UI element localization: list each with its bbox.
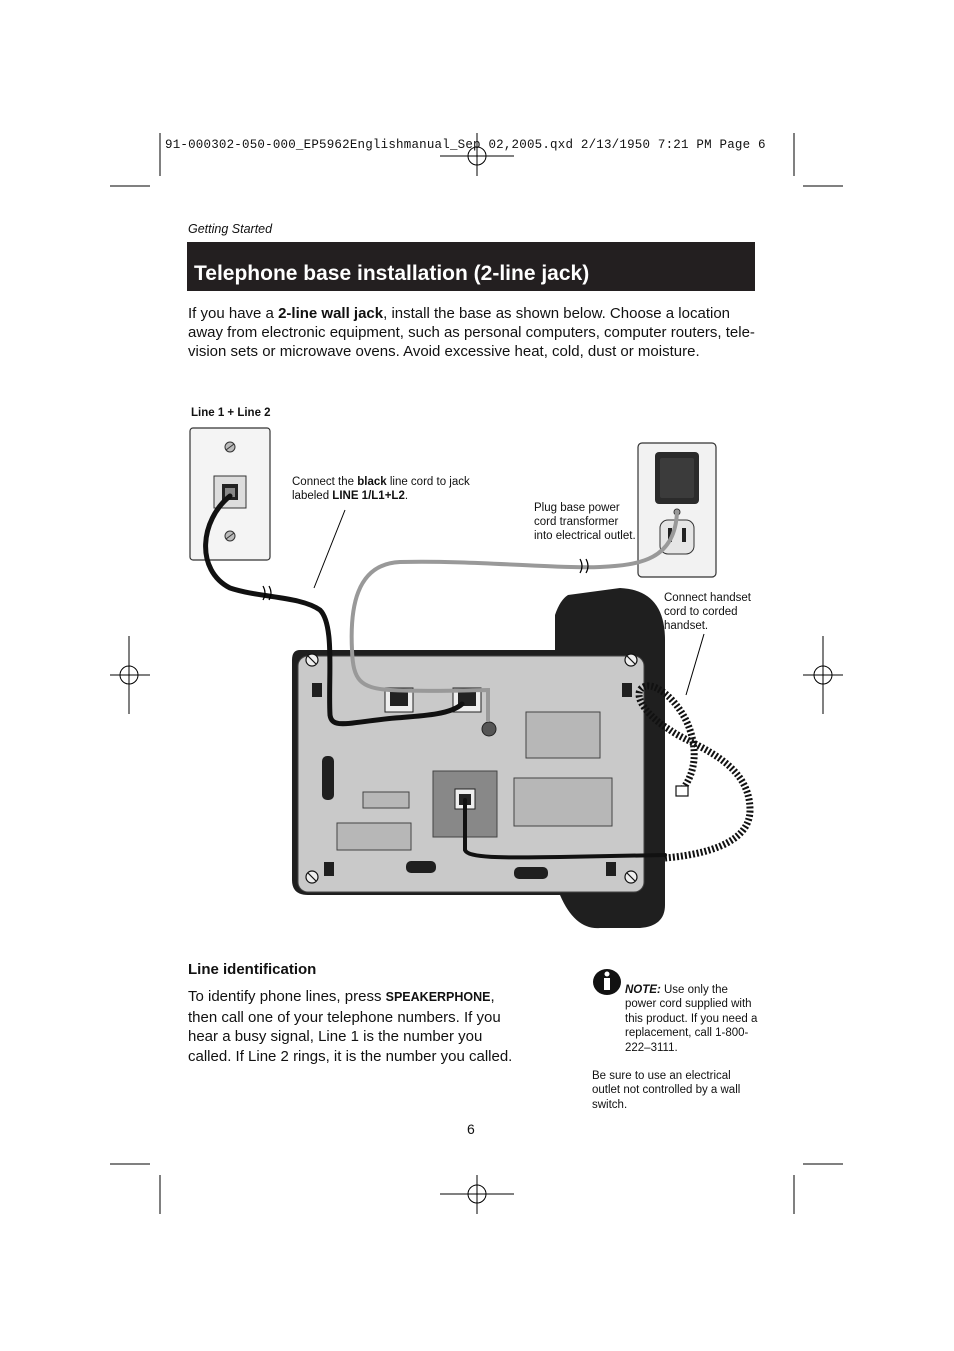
power-caption-line-1: Plug base power bbox=[534, 502, 620, 514]
registration-mark-right bbox=[803, 636, 843, 714]
handset-caption-line-1: Connect handset bbox=[664, 592, 751, 604]
caption-bold-black: black bbox=[357, 476, 387, 488]
section-label: Getting Started bbox=[188, 222, 273, 236]
handset-caption-line-2: cord to corded bbox=[664, 606, 738, 618]
title-bar: Telephone base installation (2-line jack… bbox=[187, 242, 755, 291]
intro-text-bold: 2-line wall jack bbox=[278, 305, 384, 322]
note-first-line: NOTE: Use only the power cord supplied w… bbox=[592, 983, 762, 1055]
electrical-outlet bbox=[637, 442, 717, 578]
line-identification-heading: Line identification bbox=[188, 961, 317, 978]
note-text-1: Use only the power cord supplied with th… bbox=[625, 984, 758, 1054]
note-box: NOTE: Use only the power cord supplied w… bbox=[592, 983, 762, 1112]
telephone-base bbox=[292, 588, 665, 929]
handset-caption-line-3: handset. bbox=[664, 620, 709, 632]
speakerphone-key-label: SPEAKERPHONE bbox=[385, 990, 491, 1004]
note-label: NOTE: bbox=[625, 984, 661, 996]
page-number: 6 bbox=[467, 1121, 475, 1137]
registration-mark-left bbox=[110, 636, 150, 714]
line-identification-body: To identify phone lines, press SPEAKERPH… bbox=[188, 987, 513, 1066]
caption-text: . bbox=[404, 490, 409, 502]
print-slug: 91-000302-050-000_EP5962Englishmanual_Se… bbox=[165, 138, 766, 152]
body-text-pre: To identify phone lines, press bbox=[188, 988, 386, 1005]
intro-text-post: , install the base as shown below. Choos… bbox=[188, 305, 755, 360]
body-text-post: , then call one of your telephone number… bbox=[188, 988, 513, 1065]
caption-text: Connect the bbox=[292, 476, 358, 488]
caption-bold-jack: LINE 1/L1+L2 bbox=[332, 490, 405, 502]
line-cord bbox=[203, 493, 465, 727]
power-caption-line-2: cord transformer bbox=[534, 516, 619, 528]
intro-paragraph: If you have a 2-line wall jack, install … bbox=[188, 304, 760, 361]
cord-break-marks bbox=[262, 558, 589, 601]
info-icon bbox=[593, 969, 621, 995]
handset-caption: Connect handset cord to corded handset. bbox=[664, 591, 751, 633]
handset-cord bbox=[463, 798, 667, 860]
registration-mark-top bbox=[440, 133, 514, 176]
line-cord-caption: Connect the black line cord to jack labe… bbox=[292, 475, 472, 503]
crop-marks bbox=[110, 133, 843, 1214]
page-title: Telephone base installation (2-line jack… bbox=[194, 262, 590, 285]
caption-text: line cord to jack labeled bbox=[292, 476, 470, 502]
jack-label: Line 1 + Line 2 bbox=[191, 407, 271, 419]
registration-mark-bottom bbox=[440, 1175, 514, 1214]
coiled-handset-cord bbox=[635, 682, 754, 862]
power-caption: Plug base power cord transformer into el… bbox=[534, 501, 636, 543]
note-text-2: Be sure to use an electrical outlet not … bbox=[592, 1070, 741, 1111]
power-caption-line-3: into electrical outlet. bbox=[534, 530, 636, 542]
power-cord bbox=[349, 510, 679, 722]
leader-lines bbox=[313, 509, 705, 696]
intro-text-pre: If you have a bbox=[188, 305, 279, 322]
